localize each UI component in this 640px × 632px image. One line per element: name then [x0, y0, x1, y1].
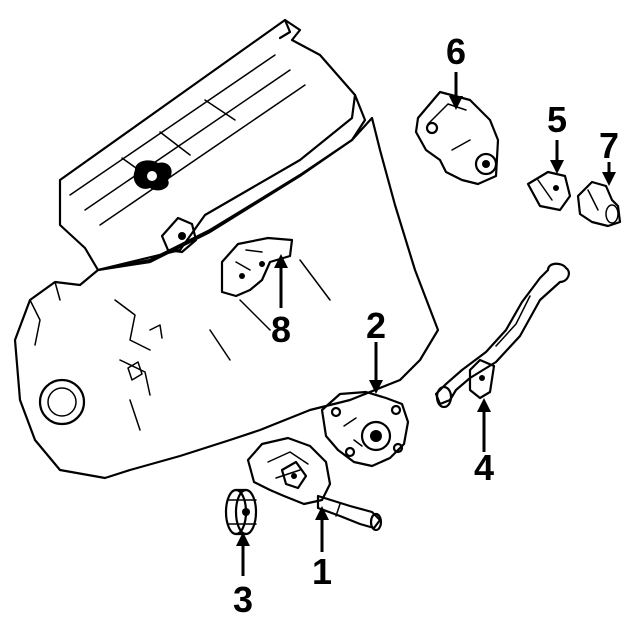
part-7-sender	[576, 180, 622, 228]
callout-8: 8	[271, 309, 291, 350]
part-2-water-pump	[320, 390, 410, 468]
leader-lines	[236, 72, 616, 576]
callout-6: 6	[446, 31, 466, 72]
callout-2: 2	[366, 305, 386, 346]
part-3-pulley	[224, 488, 258, 536]
part-1-pump-housing	[246, 436, 383, 532]
part-4-water-pipe	[434, 262, 570, 409]
callout-4: 4	[474, 447, 494, 488]
callout-1: 1	[312, 551, 332, 592]
engine-block	[13, 18, 440, 480]
callout-labels: 6 5 7 8 2 4 1 3	[233, 31, 619, 620]
part-5-sensor	[526, 170, 572, 212]
part-8-bracket	[220, 236, 294, 298]
callout-5: 5	[547, 99, 567, 140]
callout-7: 7	[599, 125, 619, 166]
callout-3: 3	[233, 579, 253, 620]
part-6-thermostat-housing	[414, 90, 500, 186]
